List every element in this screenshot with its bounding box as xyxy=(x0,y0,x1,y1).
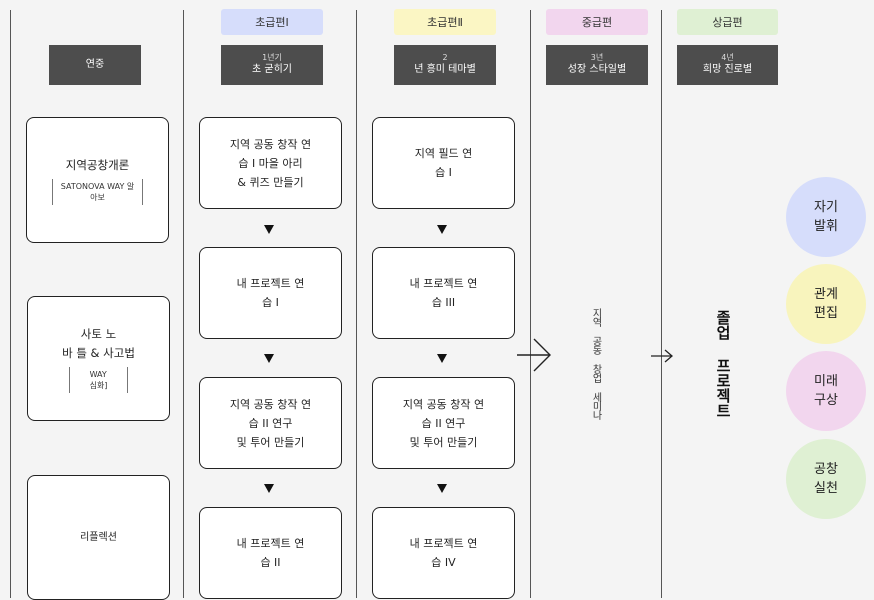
course-box-y1-1: 지역 공동 창작 연 습 I 마을 아리 & 퀴즈 만들기 xyxy=(199,117,342,209)
course-line: 및 투어 만들기 xyxy=(409,435,478,449)
course-box-intro: 지역공창개론 SATONOVA WAY 알 아보 xyxy=(26,117,169,243)
tag-advanced: 상급편 xyxy=(677,9,778,35)
header-year-2: 2 년 흥미 테마별 xyxy=(394,45,496,85)
course-title: 지역공창개론 xyxy=(65,157,130,172)
course-line: 내 프로젝트 연 xyxy=(409,537,478,550)
circle-line: 미래 xyxy=(814,374,838,389)
down-arrow xyxy=(437,354,447,363)
course-title-line: 사토 노 xyxy=(80,326,117,341)
course-note: WAY 심화] xyxy=(68,366,129,393)
course-line: 습 II 연구 xyxy=(248,416,293,430)
course-note: SATONOVA WAY 알 아보 xyxy=(51,178,144,205)
circle-line: 자기 xyxy=(814,200,838,215)
circle-line: 관계 xyxy=(814,287,838,302)
course-line: 습 I xyxy=(435,166,452,179)
header-year-1: 1년기 초 굳히기 xyxy=(221,45,323,85)
course-box-reflection: 리플렉션 xyxy=(27,475,170,600)
down-arrow xyxy=(264,225,274,234)
down-arrow xyxy=(437,225,447,234)
course-line: 지역 공동 창작 연 xyxy=(229,397,312,411)
course-note-line: 심화] xyxy=(89,380,108,390)
tag-beginner-1: 초급편Ⅰ xyxy=(221,9,323,35)
course-line: 습 IV xyxy=(431,556,456,569)
course-box-y2-4: 내 프로젝트 연 습 IV xyxy=(372,507,515,599)
column-divider-1 xyxy=(10,10,11,598)
course-note-line: WAY xyxy=(89,369,107,379)
course-box-y1-3: 지역 공동 창작 연 습 II 연구 및 투어 만들기 xyxy=(199,377,342,469)
course-box-y2-1: 지역 필드 연 습 I xyxy=(372,117,515,209)
column-divider-3 xyxy=(356,10,357,598)
course-line: 및 투어 만들기 xyxy=(236,435,305,449)
course-line: 습 I xyxy=(262,296,279,309)
course-line: 습 II 연구 xyxy=(421,416,466,430)
down-arrow xyxy=(437,484,447,493)
course-line: 지역 공동 창작 연 xyxy=(402,397,485,411)
graduation-project-label: 졸업 프로젝트 xyxy=(714,310,732,418)
header-year-3: 3년 성장 스타일별 xyxy=(546,45,648,85)
course-box-y2-2: 내 프로젝트 연 습 III xyxy=(372,247,515,339)
course-title: 리플렉션 xyxy=(80,532,117,543)
header-label: 초 굳히기 xyxy=(252,64,292,75)
circle-line: 공창 xyxy=(814,462,838,477)
header-sub: 1년기 xyxy=(262,53,282,62)
down-arrow xyxy=(264,484,274,493)
tag-beginner-2: 초급편Ⅱ xyxy=(394,9,496,35)
course-box-y1-2: 내 프로젝트 연 습 I xyxy=(199,247,342,339)
arrow-right-icon xyxy=(651,349,673,363)
header-label: 성장 스타일별 xyxy=(567,64,627,75)
course-box-y1-4: 내 프로젝트 연 습 II xyxy=(199,507,342,599)
course-line: & 퀴즈 만들기 xyxy=(237,175,304,189)
course-box-way: 사토 노 바 틀 & 사고법 WAY 심화] xyxy=(27,296,170,421)
header-label: 연중 xyxy=(85,59,105,70)
down-arrow xyxy=(264,354,274,363)
column-divider-5 xyxy=(661,10,662,598)
header-year-round: 연중 xyxy=(49,45,141,85)
header-sub: 4년 xyxy=(721,53,734,62)
header-sub: 2 xyxy=(442,53,448,62)
course-line: 내 프로젝트 연 xyxy=(236,537,305,550)
header-sub: 3년 xyxy=(590,53,604,62)
course-note-line: SATONOVA WAY 알 xyxy=(60,181,135,191)
course-line: 지역 공동 창작 연 xyxy=(229,137,312,151)
header-year-4: 4년 희망 진로별 xyxy=(677,45,778,85)
circle-line: 구상 xyxy=(814,393,838,408)
header-label: 년 흥미 테마별 xyxy=(414,64,476,75)
course-line: 내 프로젝트 연 xyxy=(236,277,305,290)
course-line: 습 III xyxy=(431,296,456,309)
circle-line: 편집 xyxy=(814,306,838,321)
arrow-right-icon xyxy=(517,338,551,372)
course-line: 지역 필드 연 xyxy=(414,147,473,160)
course-line: 내 프로젝트 연 xyxy=(409,277,478,290)
circle-line: 실천 xyxy=(814,481,838,496)
circle-line: 발휘 xyxy=(814,219,838,234)
course-line: 습 I 마을 아리 xyxy=(238,156,303,170)
tag-intermediate: 중급편 xyxy=(546,9,648,35)
course-note-line: 아보 xyxy=(90,192,105,202)
course-box-y2-3: 지역 공동 창작 연 습 II 연구 및 투어 만들기 xyxy=(372,377,515,469)
column-divider-2 xyxy=(183,10,184,598)
seminar-label: 지역 공동 창업 세미나 xyxy=(590,308,601,419)
header-label: 희망 진로별 xyxy=(702,64,753,75)
column-divider-4 xyxy=(530,10,531,598)
course-title-line: 바 틀 & 사고법 xyxy=(62,345,135,360)
course-line: 습 II xyxy=(260,556,281,569)
